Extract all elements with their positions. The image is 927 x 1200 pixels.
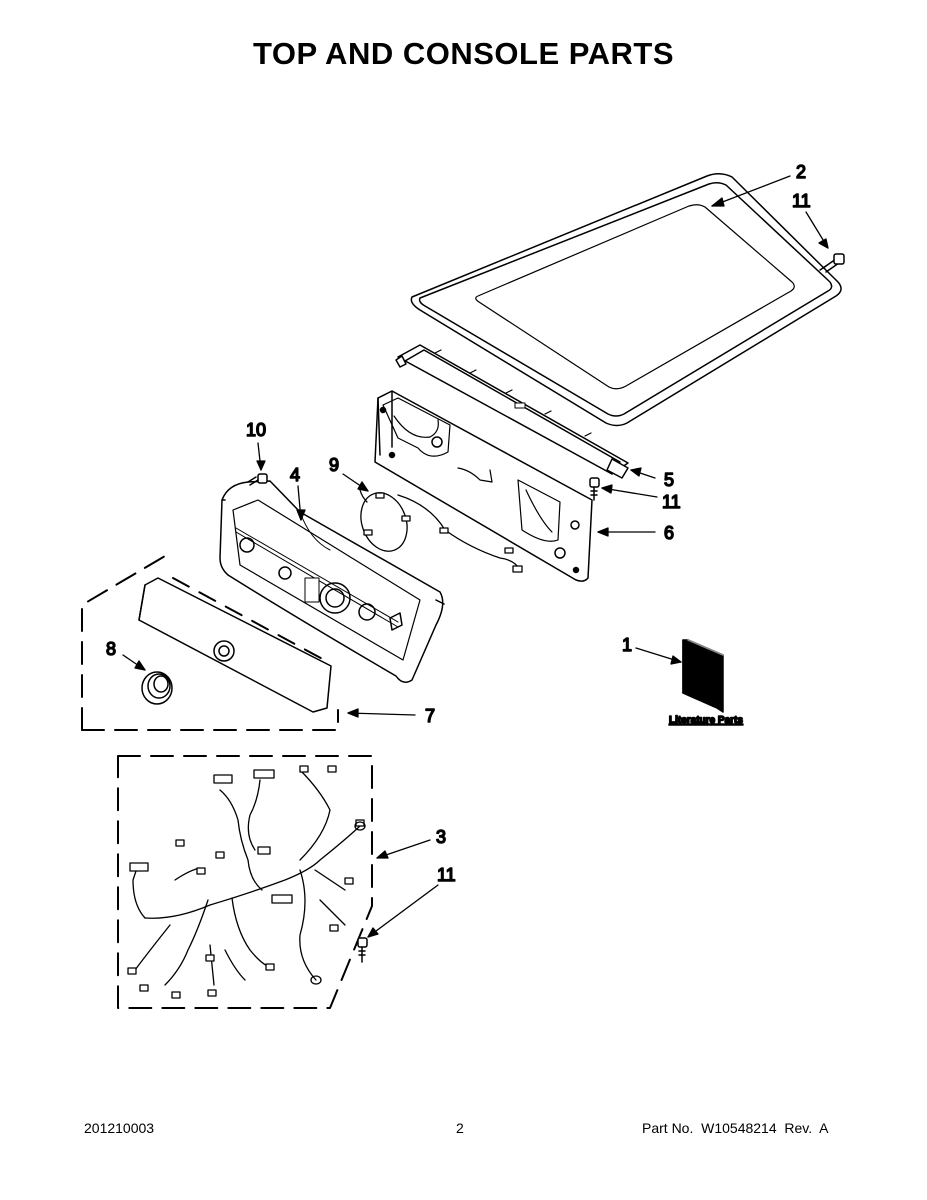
- literature-book: [682, 639, 724, 713]
- footer-page-number: 2: [456, 1120, 464, 1136]
- knob: [141, 671, 173, 705]
- callout-3: 3: [436, 827, 446, 847]
- callout-10: 10: [246, 420, 266, 440]
- screw-console: [247, 473, 268, 486]
- page-title: TOP AND CONSOLE PARTS: [252, 36, 674, 71]
- callout-4: 4: [290, 465, 300, 485]
- control-panel-bracket: [374, 390, 593, 582]
- callout-7: 7: [425, 706, 435, 726]
- footer-doc-number: 201210003: [84, 1120, 155, 1136]
- overlay-dash-lines: [172, 577, 329, 663]
- screw-top-right: [819, 253, 845, 273]
- overlay-group-box: [81, 555, 339, 731]
- callout-9: 9: [329, 455, 339, 475]
- literature-parts-label: Literature Parts: [669, 715, 743, 726]
- screw-bracket: [589, 477, 600, 501]
- footer-part-number: Part No. W10548214 Rev. A: [642, 1120, 829, 1136]
- screw-harness: [357, 937, 368, 963]
- leader-lines: [122, 175, 829, 938]
- callout-11-harness: 11: [437, 865, 456, 885]
- callout-11-top: 11: [792, 191, 811, 211]
- top-panel: [410, 173, 842, 427]
- callout-8: 8: [106, 639, 116, 659]
- callout-5: 5: [664, 470, 674, 490]
- callout-6: 6: [664, 523, 674, 543]
- console: [219, 480, 445, 683]
- harness-group-box: [117, 755, 373, 1009]
- console-bracket-strip: [395, 344, 629, 479]
- small-wire-harness: [359, 489, 523, 573]
- main-wire-harness: [127, 765, 366, 999]
- callout-2: 2: [796, 162, 806, 182]
- overlay: [138, 577, 332, 713]
- callout-1: 1: [622, 635, 632, 655]
- callout-11-bracket: 11: [662, 492, 681, 512]
